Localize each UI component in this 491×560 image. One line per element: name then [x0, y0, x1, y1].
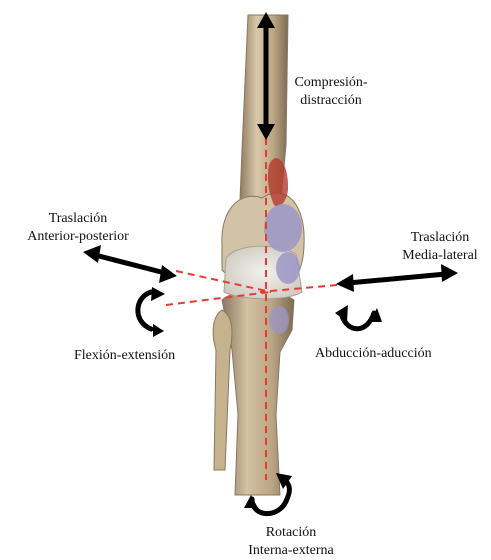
rotation-label-line-2: Interna-externa: [236, 542, 346, 560]
flexion-extension-label: Flexión-extensión: [74, 347, 175, 365]
patella-cartilage: [264, 204, 302, 252]
medial-label-line-2: Media-lateral: [390, 247, 490, 265]
abduction-adduction-label: Abducción-aducción: [315, 345, 432, 363]
abduction-adduction-rotation-arrow-icon: [335, 305, 382, 329]
anterior-posterior-translation-arrow-icon: [83, 245, 177, 283]
compression-label-line-1: Compresión-: [276, 74, 386, 92]
anterior-label-line-1: Traslación: [8, 210, 148, 228]
tibial-cartilage: [269, 306, 289, 334]
flexion-extension-rotation-arrow-icon: [138, 287, 165, 337]
medial-lateral-label: Traslación Media-lateral: [390, 229, 490, 265]
medial-label-line-1: Traslación: [390, 229, 490, 247]
medial-lateral-translation-arrow-icon: [336, 264, 458, 292]
anterior-posterior-label: Traslación Anterior-posterior: [8, 210, 148, 246]
anterior-label-line-2: Anterior-posterior: [8, 228, 148, 246]
rotation-label-line-1: Rotación: [236, 524, 346, 542]
fibula: [213, 310, 232, 470]
compression-distraction-label: Compresión- distracción: [276, 74, 386, 110]
compression-label-line-2: distracción: [276, 92, 386, 110]
medial-cartilage: [276, 252, 300, 284]
internal-external-rotation-label: Rotación Interna-externa: [236, 524, 346, 560]
